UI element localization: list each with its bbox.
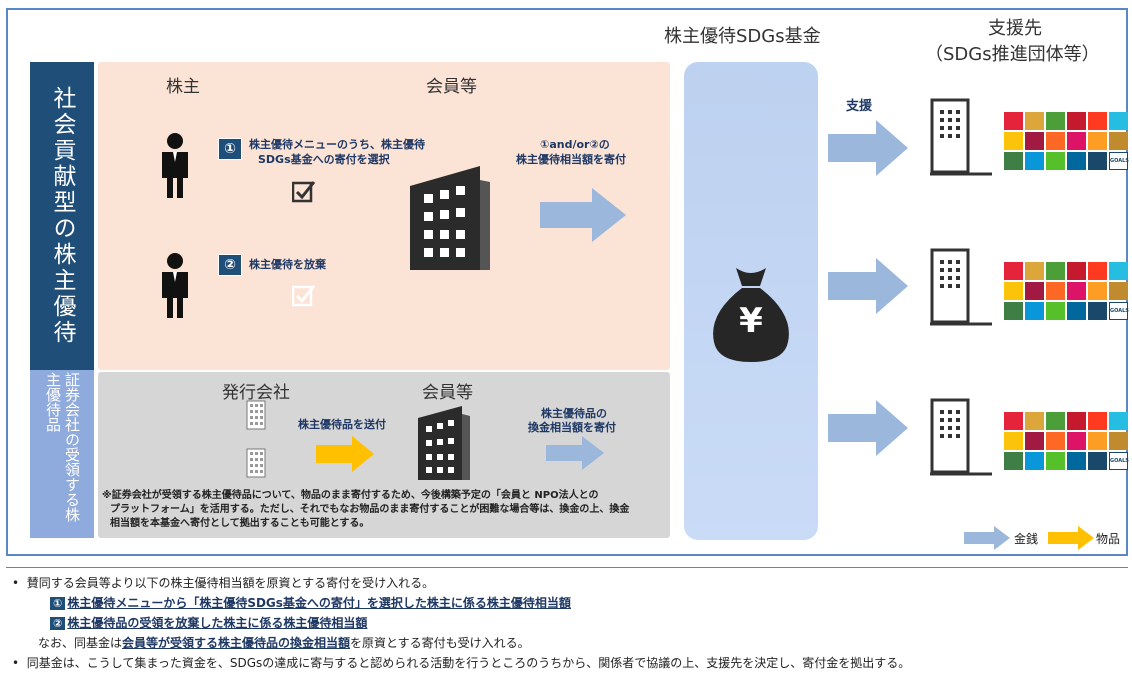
- money-arrow-icon: [540, 188, 626, 242]
- notes-divider: [6, 567, 1128, 568]
- option-2-text: 株主優待を放棄: [249, 258, 326, 271]
- money-bag-icon: [713, 268, 789, 362]
- legend-money-arrow: [964, 526, 1010, 550]
- legend-goods-arrow: [1048, 526, 1094, 550]
- note-line-3: なお、同基金は会員等が受領する株主優待品の換金相当額を原資とする寄付も受け入れる…: [38, 636, 530, 650]
- bottom-member-header: 会員等: [422, 383, 473, 403]
- person-icon: [162, 133, 188, 198]
- bottom-band-label: 証券会社の受領する株主優待品: [44, 372, 81, 522]
- note-bullet-2: • 同基金は、こうして集まった資金を、SDGsの達成に寄与すると認められる活動を…: [12, 656, 911, 670]
- recipient-building-icon: [930, 98, 992, 176]
- issuer-building-icon: [246, 400, 266, 430]
- sdg-goals-grid: GOALS: [1004, 112, 1129, 170]
- option-1-text-line1: 株主優待メニューのうち、株主優待: [249, 138, 425, 151]
- option-2-badge: ②: [218, 254, 242, 276]
- bottom-donate-line1: 株主優待品の: [541, 407, 607, 420]
- goods-arrow-icon: [316, 436, 374, 472]
- bottom-note-line2: プラットフォーム」を活用する。ただし、それでもなお物品のまま寄付することが困難な…: [110, 504, 630, 515]
- yen-symbol: ¥: [739, 301, 763, 341]
- top-band: [30, 62, 94, 370]
- top-band-label: 社会貢献型の株主優待: [49, 86, 75, 346]
- bottom-member-building-icon: [418, 406, 470, 480]
- sdg-goals-grid: GOALS: [1004, 262, 1129, 320]
- bottom-note-line1: ※証券会社が受領する株主優待品について、物品のまま寄付するため、今後構築予定の「…: [102, 490, 599, 501]
- support-label: 支援: [846, 99, 873, 114]
- recipient-building-icon: [930, 248, 992, 326]
- issuer-header: 発行会社: [222, 383, 290, 403]
- member-header: 会員等: [426, 77, 477, 97]
- support-dest-title-1: 支援先: [988, 18, 1042, 39]
- donate-label-line1: ①and/or②の: [540, 138, 610, 151]
- support-arrow-icon: [828, 120, 908, 176]
- bottom-note-line3: 相当額を本基金へ寄付として拠出することも可能とする。: [110, 518, 370, 529]
- checkbox-checked-faint-icon: [292, 285, 316, 307]
- donate-label-line2: 株主優待相当額を寄付: [516, 153, 626, 166]
- option-1-text-line2: SDGs基金への寄付を選択: [258, 153, 390, 166]
- legend-goods-label: 物品: [1096, 532, 1121, 546]
- legend-money-label: 金銭: [1014, 532, 1039, 546]
- option-1-badge: ①: [218, 138, 242, 160]
- note-bullet-1: • 賛同する会員等より以下の株主優待相当額を原資とする寄付を受け入れる。: [12, 576, 435, 590]
- member-building-icon: [410, 166, 490, 270]
- send-goods-label: 株主優待品を送付: [298, 418, 386, 431]
- bottom-donate-line2: 換金相当額を寄付: [528, 421, 616, 434]
- support-arrow-icon: [828, 258, 908, 314]
- bottom-band: [30, 370, 94, 538]
- issuer-building-icon: [246, 448, 266, 478]
- checkbox-checked-icon: [292, 181, 316, 203]
- recipient-building-icon: [930, 398, 992, 476]
- bottom-note: ※証券会社が受領する株主優待品について、物品のまま寄付するため、今後構築予定の「…: [102, 489, 629, 531]
- sdg-goals-grid: GOALS: [1004, 412, 1129, 470]
- bottom-money-arrow-icon: [546, 436, 604, 470]
- fund-title: 株主優待SDGs基金: [664, 26, 821, 47]
- person-icon: [162, 253, 188, 318]
- support-arrow-icon: [828, 400, 908, 456]
- support-dest-title-2: （SDGs推進団体等）: [925, 44, 1100, 65]
- shareholder-header: 株主: [166, 77, 200, 97]
